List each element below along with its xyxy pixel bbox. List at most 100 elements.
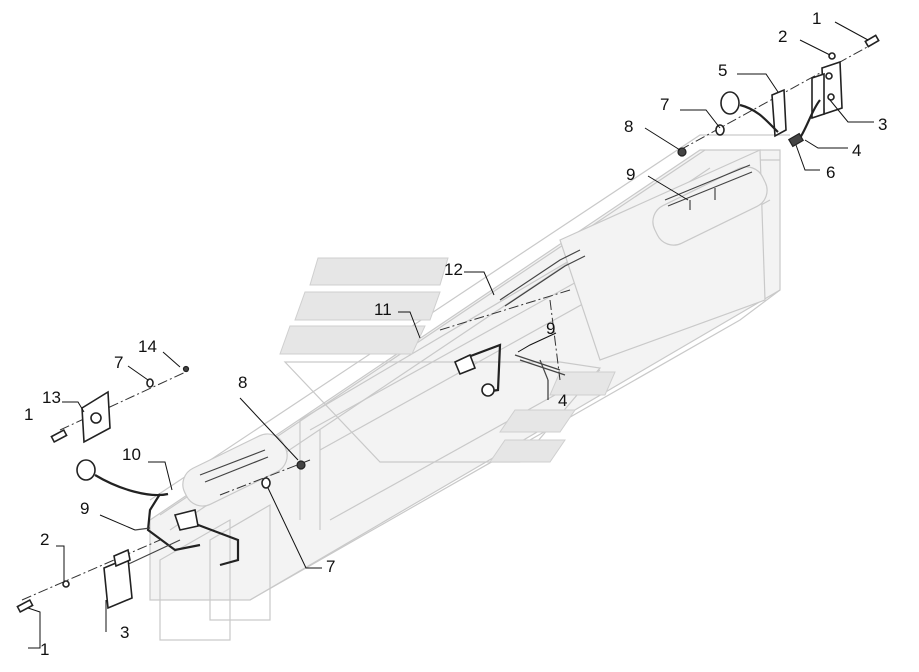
callout-12: 12: [444, 260, 463, 279]
callout-10: 10: [122, 445, 141, 464]
harness-left-3: [119, 539, 181, 569]
callout-9-top: 9: [626, 165, 635, 184]
leader-14: [162, 351, 181, 368]
lamp-screw-hole-2: [827, 93, 835, 101]
leader-12: [464, 271, 495, 296]
callout-7-bottom: 7: [326, 557, 335, 576]
lamp-screw-hole: [825, 72, 833, 80]
axis-left-plate: [59, 369, 191, 431]
leader-1-bottom: [27, 607, 41, 649]
callout-1-left: 1: [24, 405, 33, 424]
callout-5: 5: [718, 61, 727, 80]
leader-11: [398, 311, 421, 339]
leader-7-bottom: [267, 487, 322, 569]
callout-9-mid: 9: [546, 319, 555, 338]
beam-bottom-edge: [249, 289, 781, 601]
bolt-1-top: [864, 34, 880, 48]
left-parts: [16, 365, 306, 614]
axis-center: [549, 299, 561, 381]
callout-1-bottom: 1: [40, 640, 49, 659]
callout-labels: 1 2 5 3 7 8 4 6 9 12 11 9 4 14 7 13 1 8 …: [24, 9, 887, 659]
harness-recess-left-2: [204, 456, 269, 483]
leader-1-top: [834, 21, 869, 41]
plate-13-hole: [90, 412, 102, 424]
leader-9-left: [99, 514, 136, 531]
leader-3-top: [829, 99, 874, 123]
callout-2-top: 2: [778, 27, 787, 46]
decal-tab-2: [489, 439, 566, 463]
harness-recess-left: [199, 449, 266, 476]
callout-8-top: 8: [624, 117, 633, 136]
marker-lamp-left: [76, 459, 96, 481]
left-leg: [159, 518, 231, 641]
top-right-parts: [664, 34, 880, 210]
harness-left: [146, 493, 201, 552]
center-plate: [453, 353, 477, 376]
marker-lamp-top: [720, 91, 740, 115]
rear-lamp-bottom-top: [113, 548, 131, 568]
axis-left-nut: [219, 459, 311, 496]
axis-center-2: [439, 289, 571, 331]
lamp-cable-4: [799, 99, 821, 139]
leader-7-top: [680, 109, 721, 129]
callout-6: 6: [826, 163, 835, 182]
harness-left-2: [184, 518, 240, 567]
leader-7-left: [127, 365, 149, 381]
left-leg-inner: [209, 503, 271, 621]
center-harness: [499, 249, 581, 301]
beam-top-edge: [149, 134, 790, 501]
callout-2-bottom: 2: [40, 530, 49, 549]
right-recess: [652, 166, 768, 246]
callout-11: 11: [374, 300, 392, 319]
nut-8-mid: [296, 460, 306, 470]
rear-lamp-housing-top: [821, 60, 843, 116]
callout-7-left: 7: [114, 353, 123, 372]
decal-stripe-2: [294, 291, 441, 321]
callout-4-top: 4: [852, 141, 861, 160]
grommet-6: [787, 132, 805, 148]
washer-7-bottom: [261, 477, 271, 489]
callout-14: 14: [138, 337, 157, 356]
decal-stripe-3: [279, 325, 426, 355]
callout-8-mid: 8: [238, 373, 247, 392]
nut-14: [182, 365, 190, 373]
clip-9-left: [134, 527, 151, 531]
marker-lamp-cable-10: [94, 474, 169, 497]
callout-3-bottom: 3: [120, 623, 129, 642]
leader-5: [737, 73, 779, 93]
leader-9-top: [647, 175, 689, 201]
center-clip-9: [514, 354, 561, 371]
callout-3-top: 3: [878, 115, 887, 134]
decal-stripe-1: [309, 257, 449, 286]
leader-10: [148, 461, 173, 491]
decal-tab-1: [499, 409, 576, 433]
center-harness-2: [504, 255, 586, 307]
callout-1-top: 1: [812, 9, 821, 28]
callout-13: 13: [42, 388, 61, 407]
leader-8-mid: [239, 397, 299, 461]
washer-7-left: [146, 378, 154, 388]
marker-lamp-wire: [739, 103, 779, 133]
center-tie-4: [539, 359, 549, 381]
center-parts: [453, 249, 586, 397]
bracket-5: [771, 88, 787, 138]
leader-6: [795, 144, 820, 171]
center-grommet: [481, 383, 495, 397]
leader-lines: [27, 21, 874, 649]
axis-lower-left: [21, 539, 161, 601]
washer-2-top: [828, 52, 836, 60]
decal-tab-3: [549, 371, 616, 396]
callout-4-mid: 4: [558, 391, 567, 410]
callout-7-top: 7: [660, 95, 669, 114]
bolt-1-bottom: [16, 598, 34, 614]
callout-9-left: 9: [80, 499, 89, 518]
connector-left: [173, 509, 199, 531]
leader-8-top: [644, 127, 681, 151]
bolt-1-left: [50, 428, 68, 444]
washer-2-bottom: [62, 580, 70, 588]
washer-7-top: [715, 124, 725, 136]
leader-13: [62, 401, 85, 413]
leader-2-top: [799, 39, 831, 56]
